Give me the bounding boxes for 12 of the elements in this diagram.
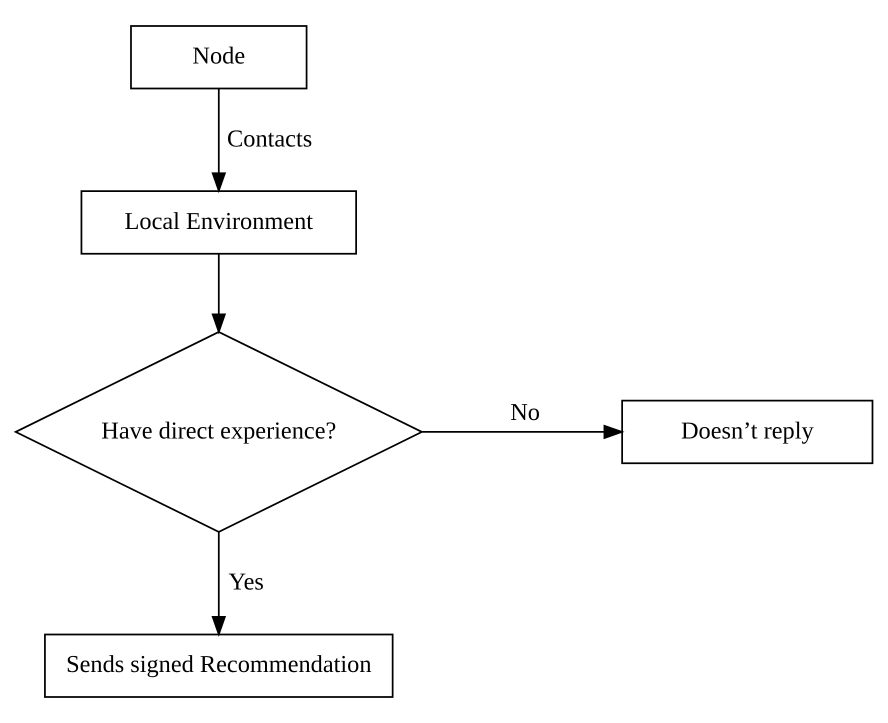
arrow bbox=[422, 424, 624, 440]
node-box: Sends signed Recommendation bbox=[44, 634, 394, 698]
edge-label: No bbox=[510, 399, 540, 426]
arrow bbox=[211, 88, 226, 194]
node-box: Doesn’t reply bbox=[621, 400, 874, 464]
edge-label: Contacts bbox=[227, 125, 312, 152]
node-diamond: Have direct experience? bbox=[14, 330, 424, 533]
edge-label: Yes bbox=[228, 568, 264, 596]
node-box: Node bbox=[130, 25, 308, 90]
node-box: Local Environment bbox=[80, 190, 357, 255]
arrow bbox=[211, 532, 226, 637]
arrow bbox=[211, 254, 226, 334]
